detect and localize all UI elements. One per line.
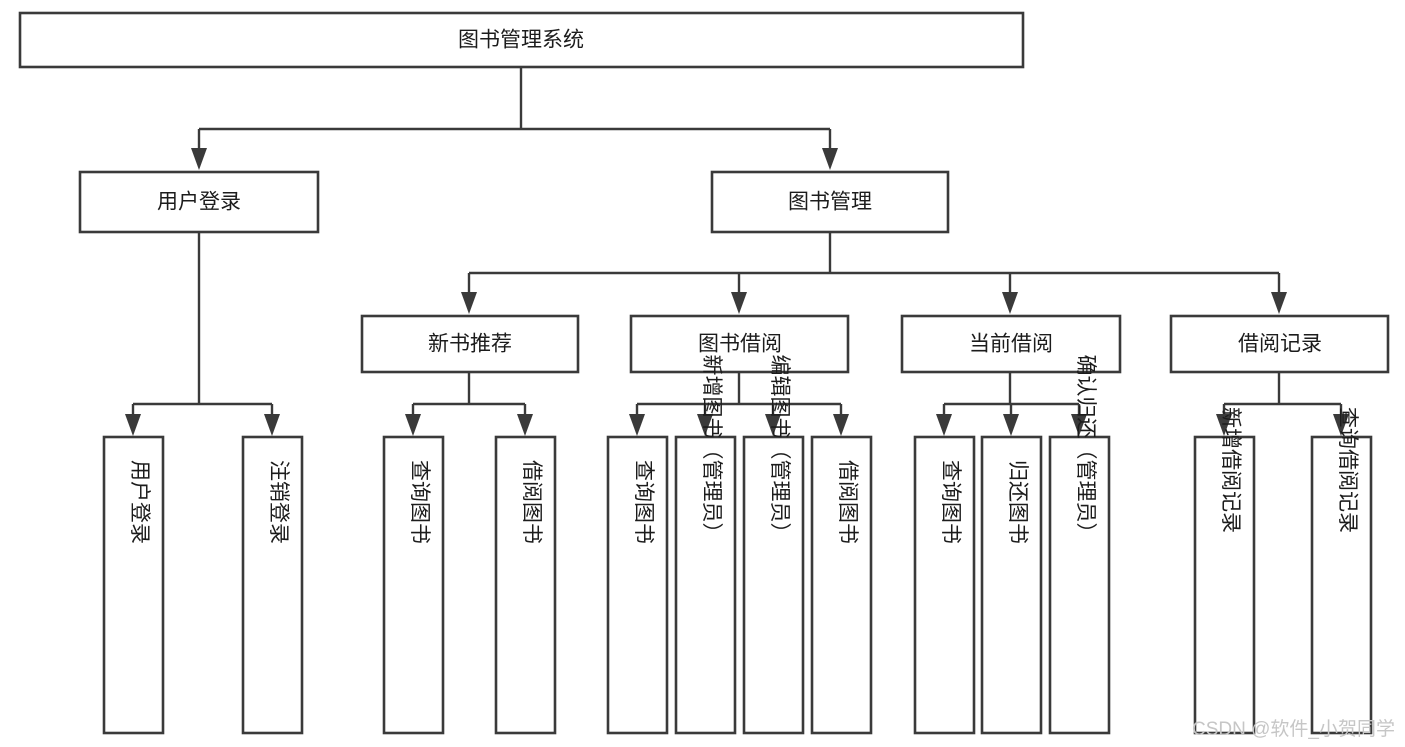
node-leaf-borrow-book-2-label: 借阅图书: [836, 460, 859, 544]
node-leaf-add-book[interactable]: 新增图书（管理员）: [674, 355, 737, 735]
node-leaf-query-book-1-label: 查询图书: [408, 460, 431, 544]
node-borrow-record[interactable]: 借阅记录: [1169, 314, 1390, 374]
arrow-icon-to-leaf-query-book-2: [629, 414, 645, 436]
node-root[interactable]: 图书管理系统: [18, 11, 1025, 69]
node-leaf-add-record[interactable]: 新增借阅记录: [1193, 407, 1256, 735]
arrow-icon-to-new-book-recommend: [461, 292, 477, 314]
node-leaf-query-record[interactable]: 查询借阅记录: [1310, 407, 1373, 735]
node-leaf-add-record-box[interactable]: [1193, 435, 1256, 735]
node-user-login-box[interactable]: [78, 170, 320, 234]
node-leaf-user-login-label: 用户登录: [128, 460, 151, 544]
node-current-borrow-box[interactable]: [900, 314, 1122, 374]
node-leaf-confirm-return[interactable]: 确认归还（管理员）: [1048, 355, 1111, 735]
node-leaf-query-book-2[interactable]: 查询图书: [606, 435, 669, 735]
node-leaf-borrow-book-2-box[interactable]: [810, 435, 873, 735]
node-current-borrow-label: 当前借阅: [969, 333, 1053, 356]
node-book-management[interactable]: 图书管理: [710, 170, 950, 234]
node-leaf-add-book-box[interactable]: [674, 435, 737, 735]
node-leaf-logout-login-label: 注销登录: [267, 460, 290, 544]
node-borrow-record-box[interactable]: [1169, 314, 1390, 374]
node-root-box[interactable]: [18, 11, 1025, 69]
node-leaf-edit-book-box[interactable]: [742, 435, 805, 735]
arrow-icon-to-leaf-borrow-book-2: [833, 414, 849, 436]
arrow-icon-to-leaf-borrow-book-1: [517, 414, 533, 436]
node-leaf-return-book-box[interactable]: [980, 435, 1043, 735]
node-book-management-box[interactable]: [710, 170, 950, 234]
arrow-icon-to-leaf-query-book-3: [936, 414, 952, 436]
arrow-icon-to-book-borrow: [731, 292, 747, 314]
node-leaf-confirm-return-label: 确认归还（管理员）: [1074, 355, 1097, 544]
node-leaf-borrow-book-1-label: 借阅图书: [520, 460, 543, 544]
node-leaf-add-book-label: 新增图书（管理员）: [700, 355, 723, 544]
node-book-borrow[interactable]: 图书借阅: [629, 314, 850, 374]
node-leaf-query-book-1[interactable]: 查询图书: [382, 435, 445, 735]
connector-layer: [131, 67, 1343, 415]
node-new-book-recommend[interactable]: 新书推荐: [360, 314, 580, 374]
node-leaf-return-book[interactable]: 归还图书: [980, 435, 1043, 735]
node-leaf-logout-login[interactable]: 注销登录: [241, 435, 304, 735]
node-new-book-recommend-label: 新书推荐: [428, 333, 512, 356]
node-new-book-recommend-box[interactable]: [360, 314, 580, 374]
node-leaf-query-book-2-box[interactable]: [606, 435, 669, 735]
node-current-borrow[interactable]: 当前借阅: [900, 314, 1122, 374]
node-borrow-record-label: 借阅记录: [1238, 333, 1322, 356]
node-leaf-query-record-label: 查询借阅记录: [1336, 407, 1359, 533]
node-leaf-query-record-box[interactable]: [1310, 435, 1373, 735]
node-leaf-query-book-1-box[interactable]: [382, 435, 445, 735]
node-leaf-borrow-book-1-box[interactable]: [494, 435, 557, 735]
arrow-icon-to-leaf-user-login: [125, 414, 141, 436]
node-leaf-add-record-label: 新增借阅记录: [1219, 407, 1242, 533]
node-leaf-edit-book[interactable]: 编辑图书（管理员）: [742, 355, 805, 735]
arrow-icon-to-user-login: [191, 148, 207, 170]
node-leaf-edit-book-label: 编辑图书（管理员）: [768, 355, 791, 544]
node-leaf-borrow-book-2[interactable]: 借阅图书: [810, 435, 873, 735]
node-leaf-query-book-2-label: 查询图书: [632, 460, 655, 544]
node-book-management-label: 图书管理: [788, 191, 872, 214]
node-leaf-query-book-3-box[interactable]: [913, 435, 976, 735]
csdn-watermark: CSDN @软件_小贺同学: [1192, 719, 1395, 740]
node-root-label: 图书管理系统: [458, 29, 584, 52]
node-leaf-query-book-3-label: 查询图书: [939, 460, 962, 544]
arrow-icon-to-leaf-logout-login: [264, 414, 280, 436]
arrow-icon-to-borrow-record: [1271, 292, 1287, 314]
node-leaf-confirm-return-box[interactable]: [1048, 435, 1111, 735]
arrow-icon-to-current-borrow: [1002, 292, 1018, 314]
node-leaf-return-book-label: 归还图书: [1006, 460, 1029, 544]
arrow-icon-to-leaf-query-book-1: [405, 414, 421, 436]
arrow-icon-to-leaf-return-book: [1003, 414, 1019, 436]
node-leaf-logout-login-box[interactable]: [241, 435, 304, 735]
node-book-borrow-label: 图书借阅: [698, 333, 782, 356]
node-leaf-query-book-3[interactable]: 查询图书: [913, 435, 976, 735]
arrow-icon-to-book-management: [822, 148, 838, 170]
node-book-borrow-box[interactable]: [629, 314, 850, 374]
node-leaf-user-login-box[interactable]: [102, 435, 165, 735]
node-leaf-borrow-book-1[interactable]: 借阅图书: [494, 435, 557, 735]
node-user-login[interactable]: 用户登录: [78, 170, 320, 234]
node-user-login-label: 用户登录: [157, 191, 241, 214]
node-leaf-user-login[interactable]: 用户登录: [102, 435, 165, 735]
